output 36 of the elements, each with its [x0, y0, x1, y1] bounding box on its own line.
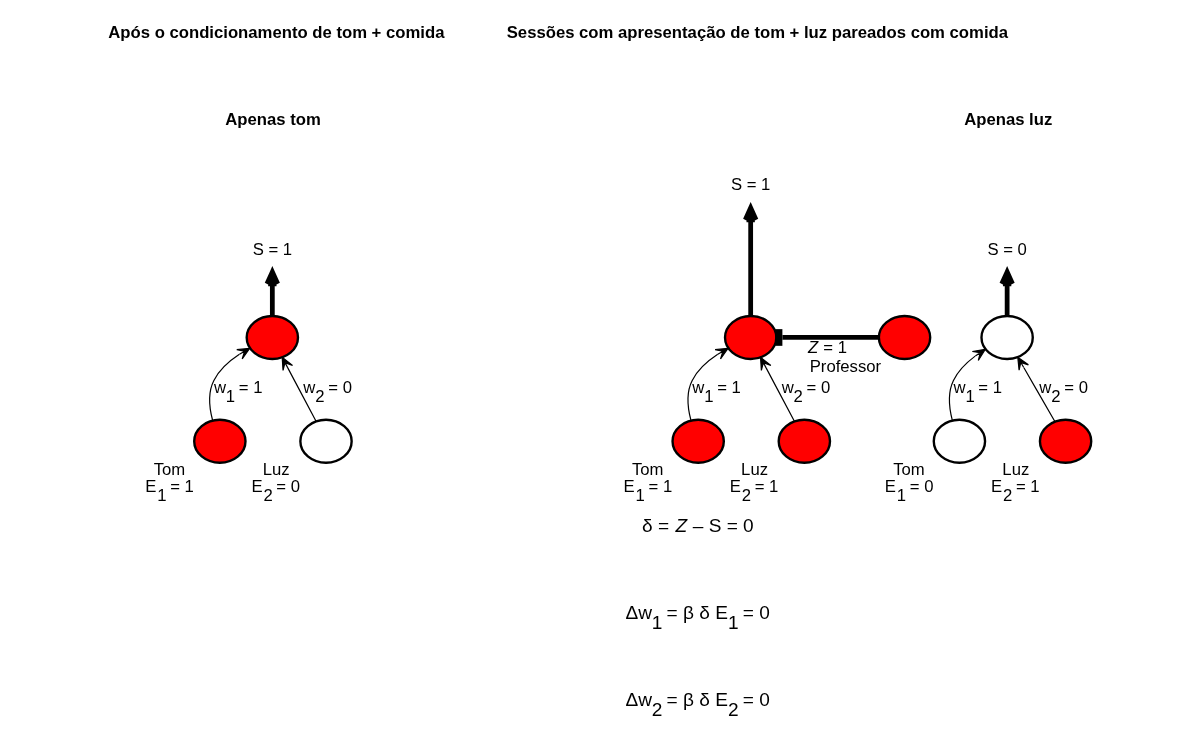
node-label: Luz — [262, 459, 290, 479]
node-label: Luz — [1002, 459, 1030, 479]
arrow — [948, 348, 986, 421]
node-circle — [877, 314, 932, 361]
node-label: Tom — [631, 459, 664, 479]
arrow — [759, 356, 795, 422]
label: δ = Z – S = 0 — [642, 514, 754, 536]
arrow — [999, 269, 1015, 316]
node-circle — [723, 314, 778, 361]
node-label: Luz — [741, 459, 769, 479]
label: Após o condicionamento de tom + comida — [108, 22, 445, 42]
node-label: Professor — [809, 357, 882, 377]
node-circle — [980, 314, 1034, 361]
node-circle — [193, 418, 247, 464]
node-circle — [1038, 418, 1093, 464]
arrow — [742, 205, 759, 316]
node-circle — [671, 418, 726, 464]
arrow — [281, 356, 317, 422]
node-circle — [245, 314, 300, 361]
connector — [775, 329, 879, 346]
node-label: Tom — [893, 459, 925, 479]
label: Sessões com apresentação de tom + luz pareados com comida — [506, 22, 1009, 42]
node-text: S = 1 — [730, 175, 771, 195]
node-circle — [932, 418, 987, 464]
label: Apenas luz — [964, 109, 1053, 129]
arrow — [264, 269, 281, 316]
node-text: S = 0 — [987, 239, 1027, 259]
node-label: Tom — [153, 459, 186, 479]
node-text: S = 1 — [252, 239, 293, 259]
arrow — [687, 347, 729, 421]
node-circle — [299, 418, 353, 464]
arrow — [209, 347, 251, 421]
label: Apenas tom — [225, 109, 321, 129]
node-circle — [777, 418, 832, 464]
arrow — [1017, 356, 1056, 423]
edge-label: Z = 1 — [807, 338, 847, 358]
